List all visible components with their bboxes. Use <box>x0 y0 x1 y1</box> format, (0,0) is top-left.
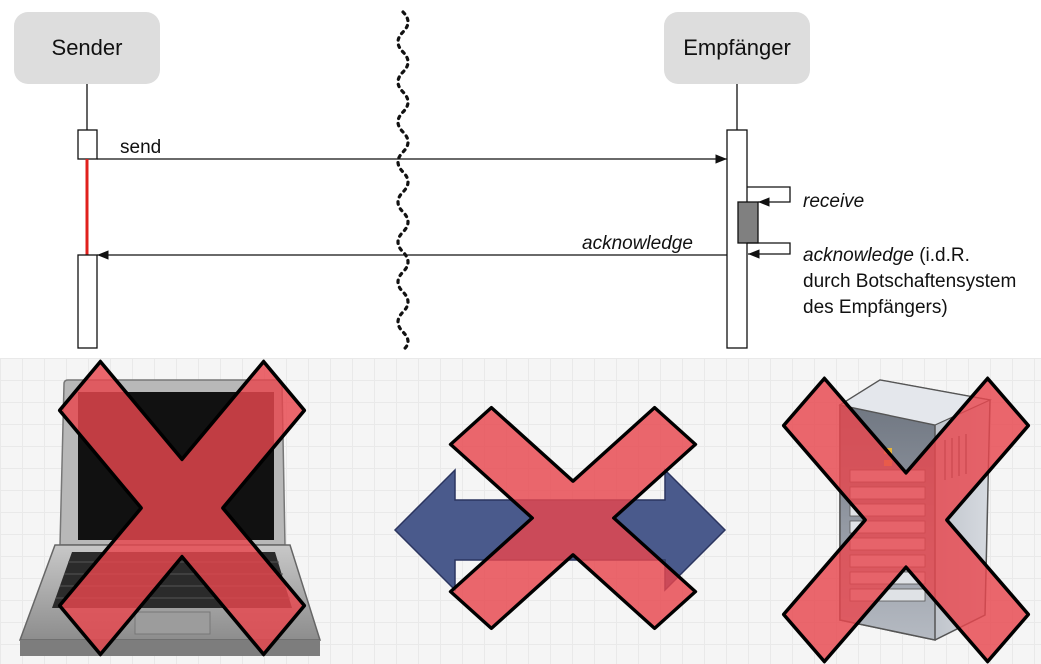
network-boundary-line <box>396 10 410 352</box>
send-label: send <box>120 137 162 158</box>
receiver-actor: Empfänger <box>664 12 810 84</box>
sender-actor: Sender <box>14 12 160 84</box>
sender-activation-acknowledge <box>77 254 98 349</box>
acknowledge-self-arrow <box>747 242 791 259</box>
note-line-2: durch Botschaftensystem <box>803 271 1017 292</box>
acknowledge-note: acknowledge (i.d.R. durch Botschaftensys… <box>803 243 1016 321</box>
sender-label: Sender <box>51 35 123 60</box>
receive-label: receive <box>803 191 865 212</box>
note-line-1-rest: (i.d.R. <box>913 245 970 266</box>
processing-box <box>737 201 759 244</box>
receive-self-arrow <box>747 186 791 207</box>
note-line-3: des Empfängers) <box>803 297 948 318</box>
note-italic: acknowledge <box>803 245 914 266</box>
sender-activation-send <box>77 129 98 160</box>
receiver-label: Empfänger <box>683 35 791 60</box>
note-line-1: acknowledge (i.d.R. <box>803 243 1016 269</box>
acknowledge-label: acknowledge <box>582 233 693 254</box>
